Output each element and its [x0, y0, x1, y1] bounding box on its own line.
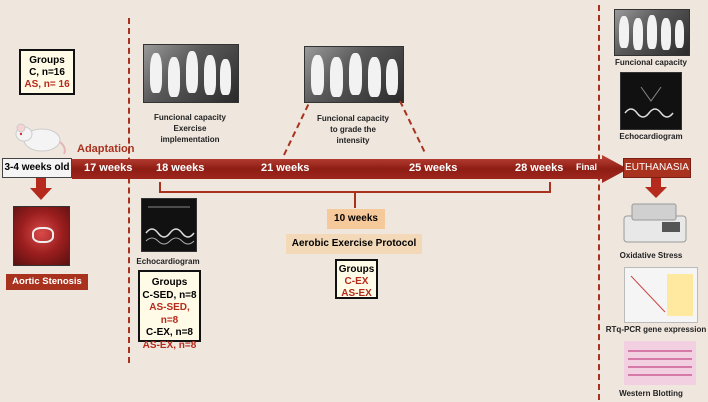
- echocardiogram-image-left: [141, 198, 197, 252]
- week-18-label: 18 weeks: [156, 162, 205, 174]
- groups-initial-as: AS, n= 16: [24, 79, 70, 90]
- groups-exercise-as: AS-EX: [341, 288, 372, 299]
- duration-label: 10 weeks: [334, 213, 378, 224]
- echocardiogram-image-right: [620, 72, 682, 130]
- groups-final-c-ex: C-EX, n=8: [146, 327, 193, 338]
- timeline-arrow: [72, 155, 628, 183]
- groups-final-c-sed: C-SED, n=8: [142, 289, 197, 301]
- aortic-stenosis-box: Aortic Stenosis: [6, 274, 88, 290]
- groups-exercise-title: Groups: [338, 264, 375, 275]
- functional-capacity-photo-1: [143, 44, 239, 103]
- rat-illustration: [10, 118, 68, 156]
- caption-capacity-implementation: Funcional capacity Exercise implementati…: [153, 113, 227, 144]
- week-28-label: 28 weeks: [515, 162, 564, 174]
- oxidative-stress-image: [622, 198, 688, 246]
- right-oxidative-label: Oxidative Stress: [619, 251, 683, 260]
- echocardiogram-label-left: Echocardiogram: [136, 257, 200, 266]
- aortic-stenosis-label: Aortic Stenosis: [12, 276, 82, 287]
- surgery-down-arrow: [30, 178, 52, 200]
- protocol-box: Aerobic Exercise Protocol: [286, 234, 422, 254]
- groups-exercise-box: Groups C-EX AS-EX: [335, 259, 378, 299]
- functional-capacity-photo-2: [304, 46, 404, 103]
- groups-final-title: Groups: [151, 277, 188, 288]
- euthanasia-box: EUTHANASIA: [623, 158, 691, 178]
- right-functional-label: Funcional capacity: [614, 58, 688, 67]
- groups-exercise-c: C-EX: [344, 276, 369, 287]
- adaptation-label: Adaptation: [77, 143, 135, 155]
- right-echo-label: Echocardiogram: [619, 132, 683, 141]
- groups-final-as-ex: AS-EX, n=8: [142, 339, 197, 351]
- pcr-plate-image: [624, 267, 698, 323]
- week-21-label: 21 weeks: [261, 162, 310, 174]
- week-17-label: 17 weeks: [84, 162, 133, 174]
- euthanasia-down-arrow: [645, 178, 667, 198]
- euthanasia-label: EUTHANASIA: [625, 162, 689, 173]
- separator-left: [128, 18, 130, 363]
- groups-initial-title: Groups: [29, 55, 65, 66]
- intensity-bracket: [283, 100, 427, 156]
- functional-capacity-photo-final: [614, 9, 690, 56]
- protocol-bracket: [159, 182, 551, 208]
- separator-right: [598, 5, 600, 400]
- protocol-label: Aerobic Exercise Protocol: [291, 238, 417, 249]
- western-blot-image: [624, 341, 696, 385]
- groups-initial-c: C, n=16: [29, 67, 65, 78]
- final-label: Final: [576, 162, 598, 172]
- week-25-label: 25 weeks: [409, 162, 458, 174]
- right-rtq-label: RTq-PCR gene expression: [605, 325, 707, 334]
- duration-box: 10 weeks: [327, 209, 385, 229]
- groups-final-as-sed: AS-SED, n=8: [149, 302, 190, 326]
- surgery-photo: [13, 206, 70, 266]
- age-label: 3-4 weeks old: [4, 162, 70, 173]
- groups-final-box: Groups C-SED, n=8 AS-SED, n=8 C-EX, n=8 …: [138, 270, 201, 351]
- age-box: 3-4 weeks old: [2, 158, 72, 178]
- caption-capacity-grade: Funcional capacity to grade the intensit…: [316, 114, 390, 145]
- groups-initial-box: Groups C, n=16 AS, n= 16: [19, 49, 75, 95]
- right-western-label: Western Blotting: [619, 389, 683, 398]
